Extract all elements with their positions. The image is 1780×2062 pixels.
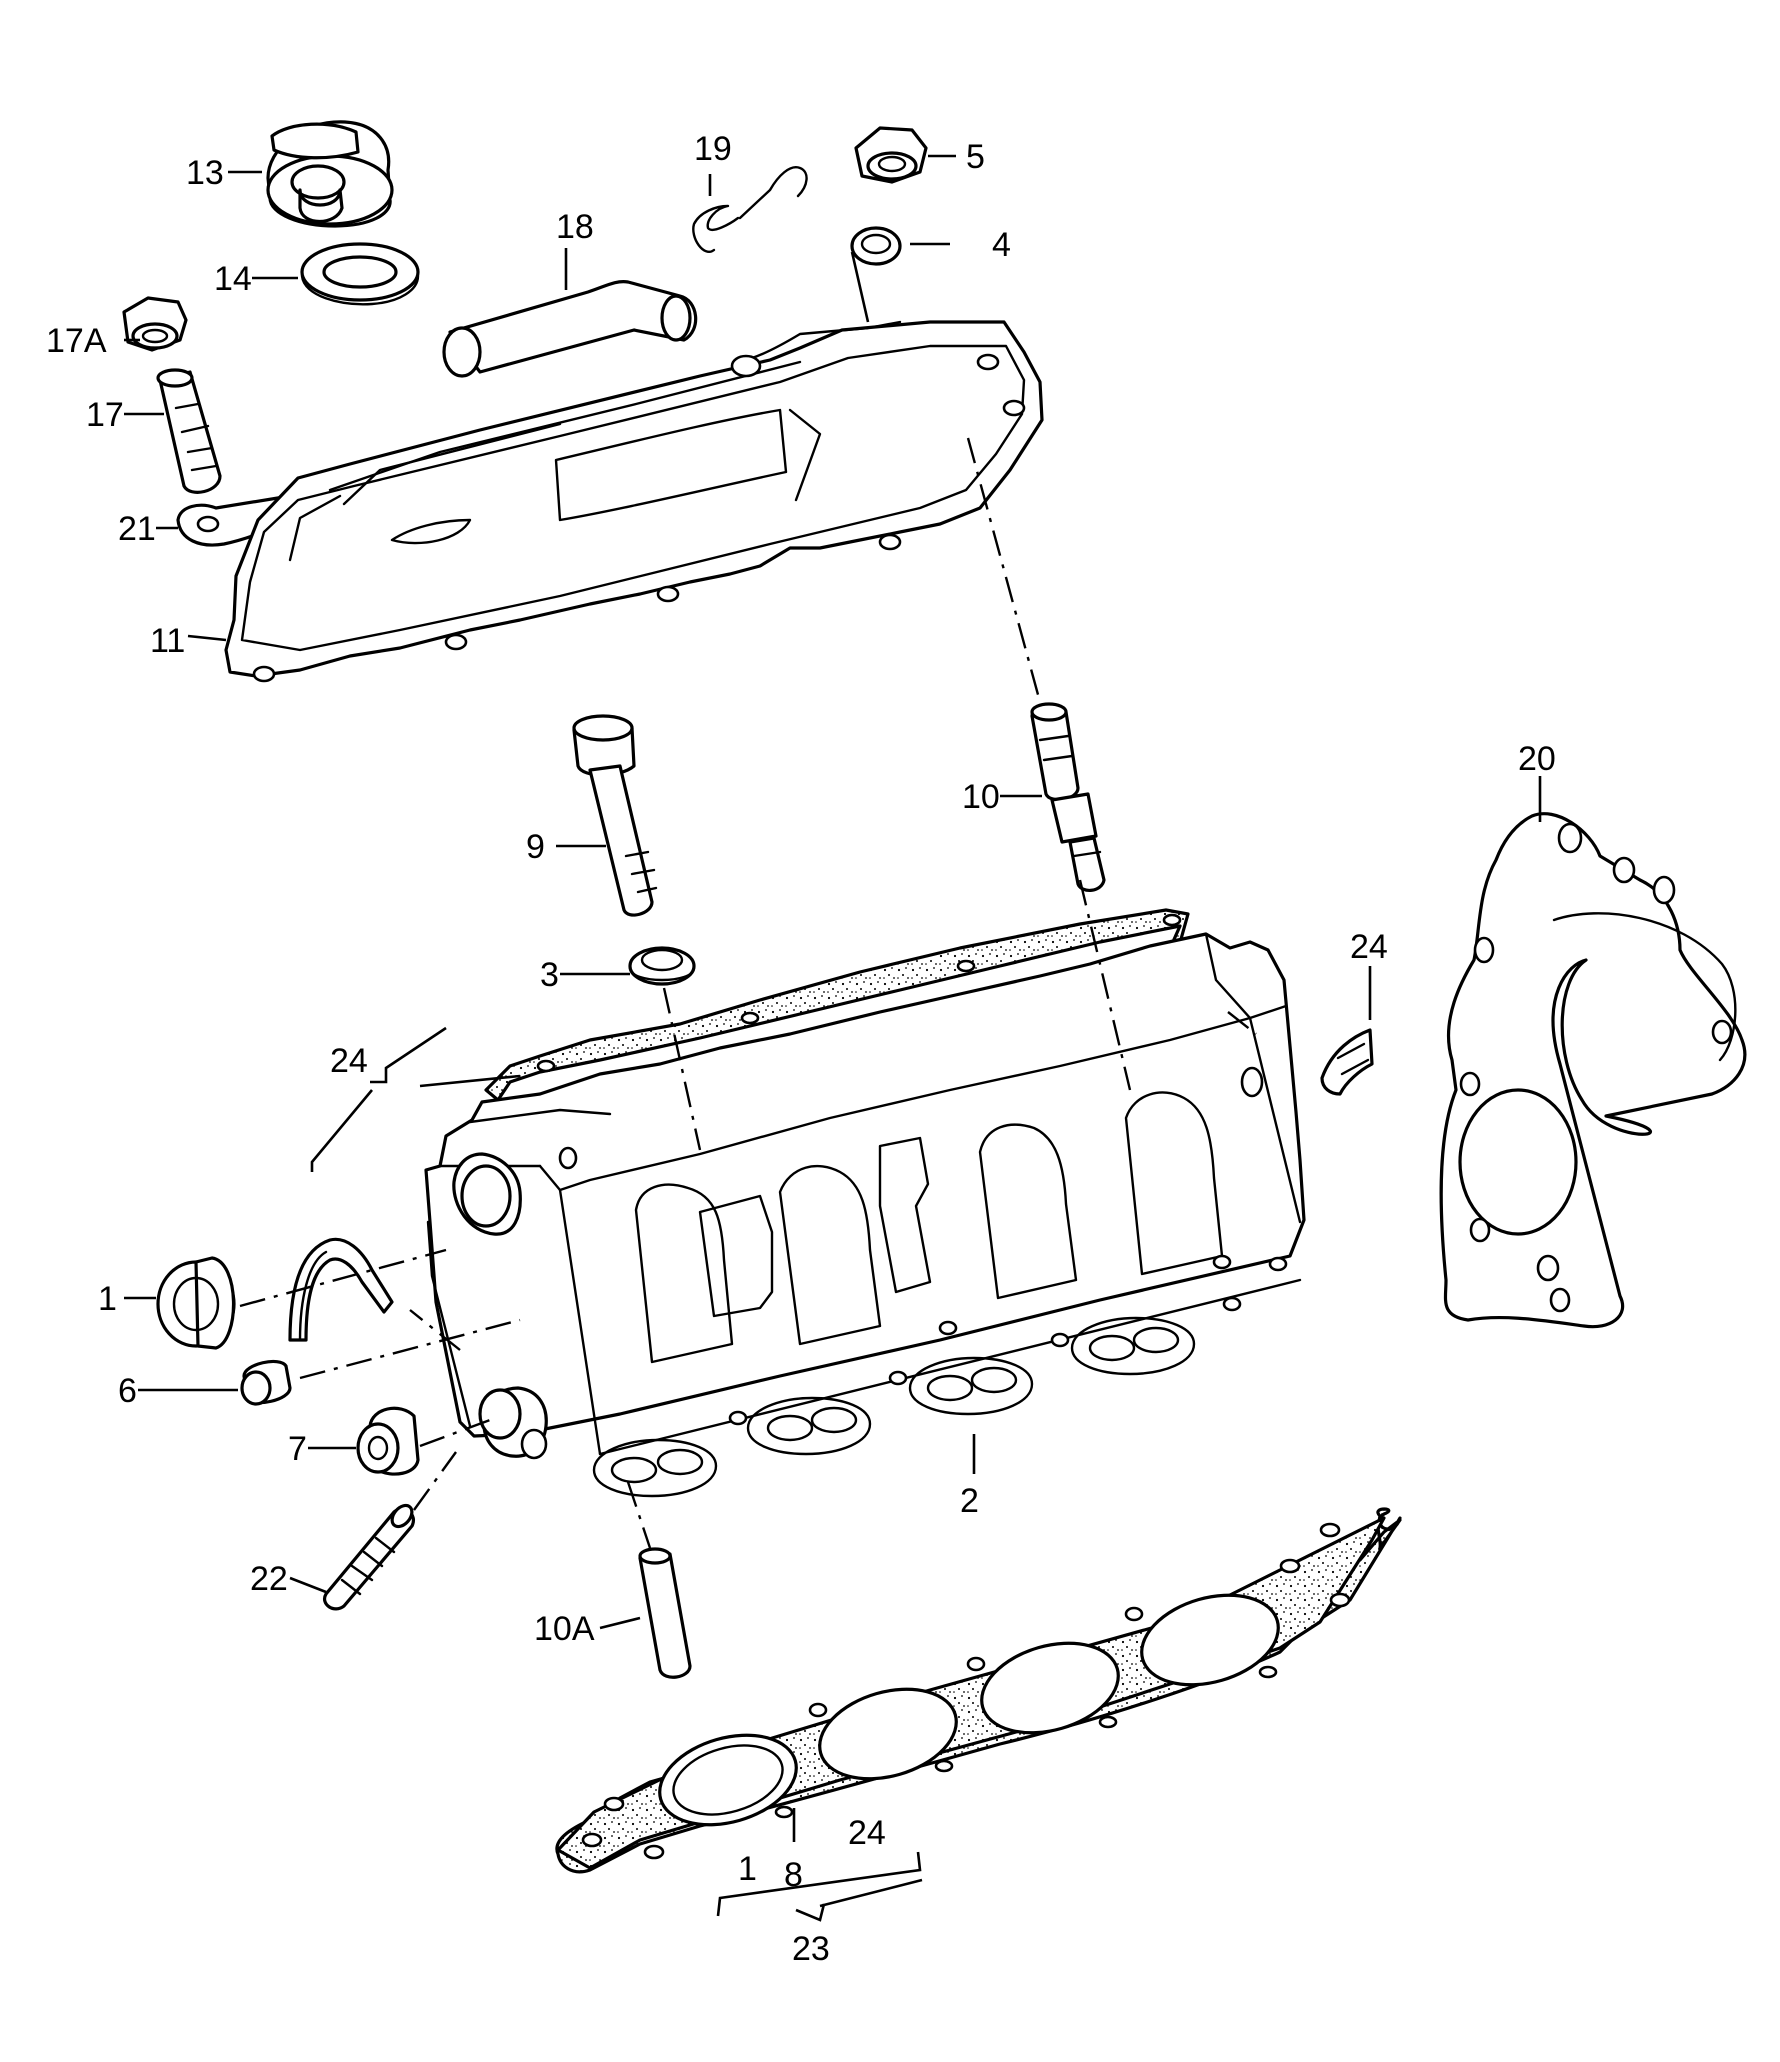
callout-23: 23: [792, 1930, 830, 1968]
half-moon-seal-part: [1320, 1028, 1374, 1096]
leader-lines: [124, 154, 1542, 1922]
callout-7: 7: [288, 1430, 307, 1468]
oil-filler-cap-part: [266, 120, 394, 228]
cylinder-head-part: [424, 932, 1306, 1498]
callout-20: 20: [1518, 740, 1556, 778]
callout-13: 13: [186, 154, 224, 192]
head-gasket-part: [555, 1507, 1402, 1874]
oil-seal-1-part: [156, 1256, 236, 1350]
callout-18: 18: [556, 208, 594, 246]
callout-4: 4: [992, 226, 1011, 264]
callout-14: 14: [214, 260, 252, 298]
callout-10: 10: [962, 778, 1000, 816]
callout-6: 6: [118, 1372, 137, 1410]
nut-5-part: [854, 126, 928, 184]
seal-strip-left-part: [288, 1237, 394, 1342]
callout-24-top-left: 24: [330, 1042, 368, 1080]
washer-3-part: [628, 946, 696, 986]
plug-6-part: [240, 1360, 292, 1406]
callout-24-gasket: 24: [848, 1814, 886, 1852]
callout-1: 1: [98, 1280, 117, 1318]
callout-3: 3: [540, 956, 559, 994]
rear-cover-gasket-part: [1439, 812, 1747, 1329]
callout-17: 17: [86, 396, 124, 434]
callout-21: 21: [118, 510, 156, 548]
nut-17a-part: [122, 296, 188, 352]
callout-8: 8: [784, 1856, 803, 1894]
callout-1-gasket: 1: [738, 1850, 757, 1888]
stud-22-part: [323, 1503, 415, 1611]
stud-10-part: [1030, 702, 1106, 892]
callout-24-right: 24: [1350, 928, 1388, 966]
plug-7-part: [356, 1406, 420, 1476]
callout-9: 9: [526, 828, 545, 866]
callout-2: 2: [960, 1482, 979, 1520]
cylinder-head-cover-part: [224, 320, 1044, 683]
breather-hose-part: [442, 280, 698, 378]
clip-19-part: [692, 166, 808, 253]
callout-17a: 17A: [46, 322, 107, 360]
callout-labels: 13 14 17A 17 21 11 18 19 5 4 9 3 10 20 2…: [46, 130, 1556, 1968]
stud-17-part: [156, 368, 222, 494]
bolt-9-part: [572, 714, 658, 917]
callout-19: 19: [694, 130, 732, 168]
washer-4-part: [850, 226, 902, 266]
alignment-lines: [239, 437, 1257, 1549]
dowel-10a-part: [638, 1547, 692, 1679]
callout-11: 11: [150, 622, 185, 660]
callout-5: 5: [966, 138, 985, 176]
cap-gasket-part: [300, 242, 420, 306]
callout-22: 22: [250, 1560, 288, 1598]
callout-10a: 10A: [534, 1610, 595, 1648]
bracket-21-part: [176, 494, 292, 547]
